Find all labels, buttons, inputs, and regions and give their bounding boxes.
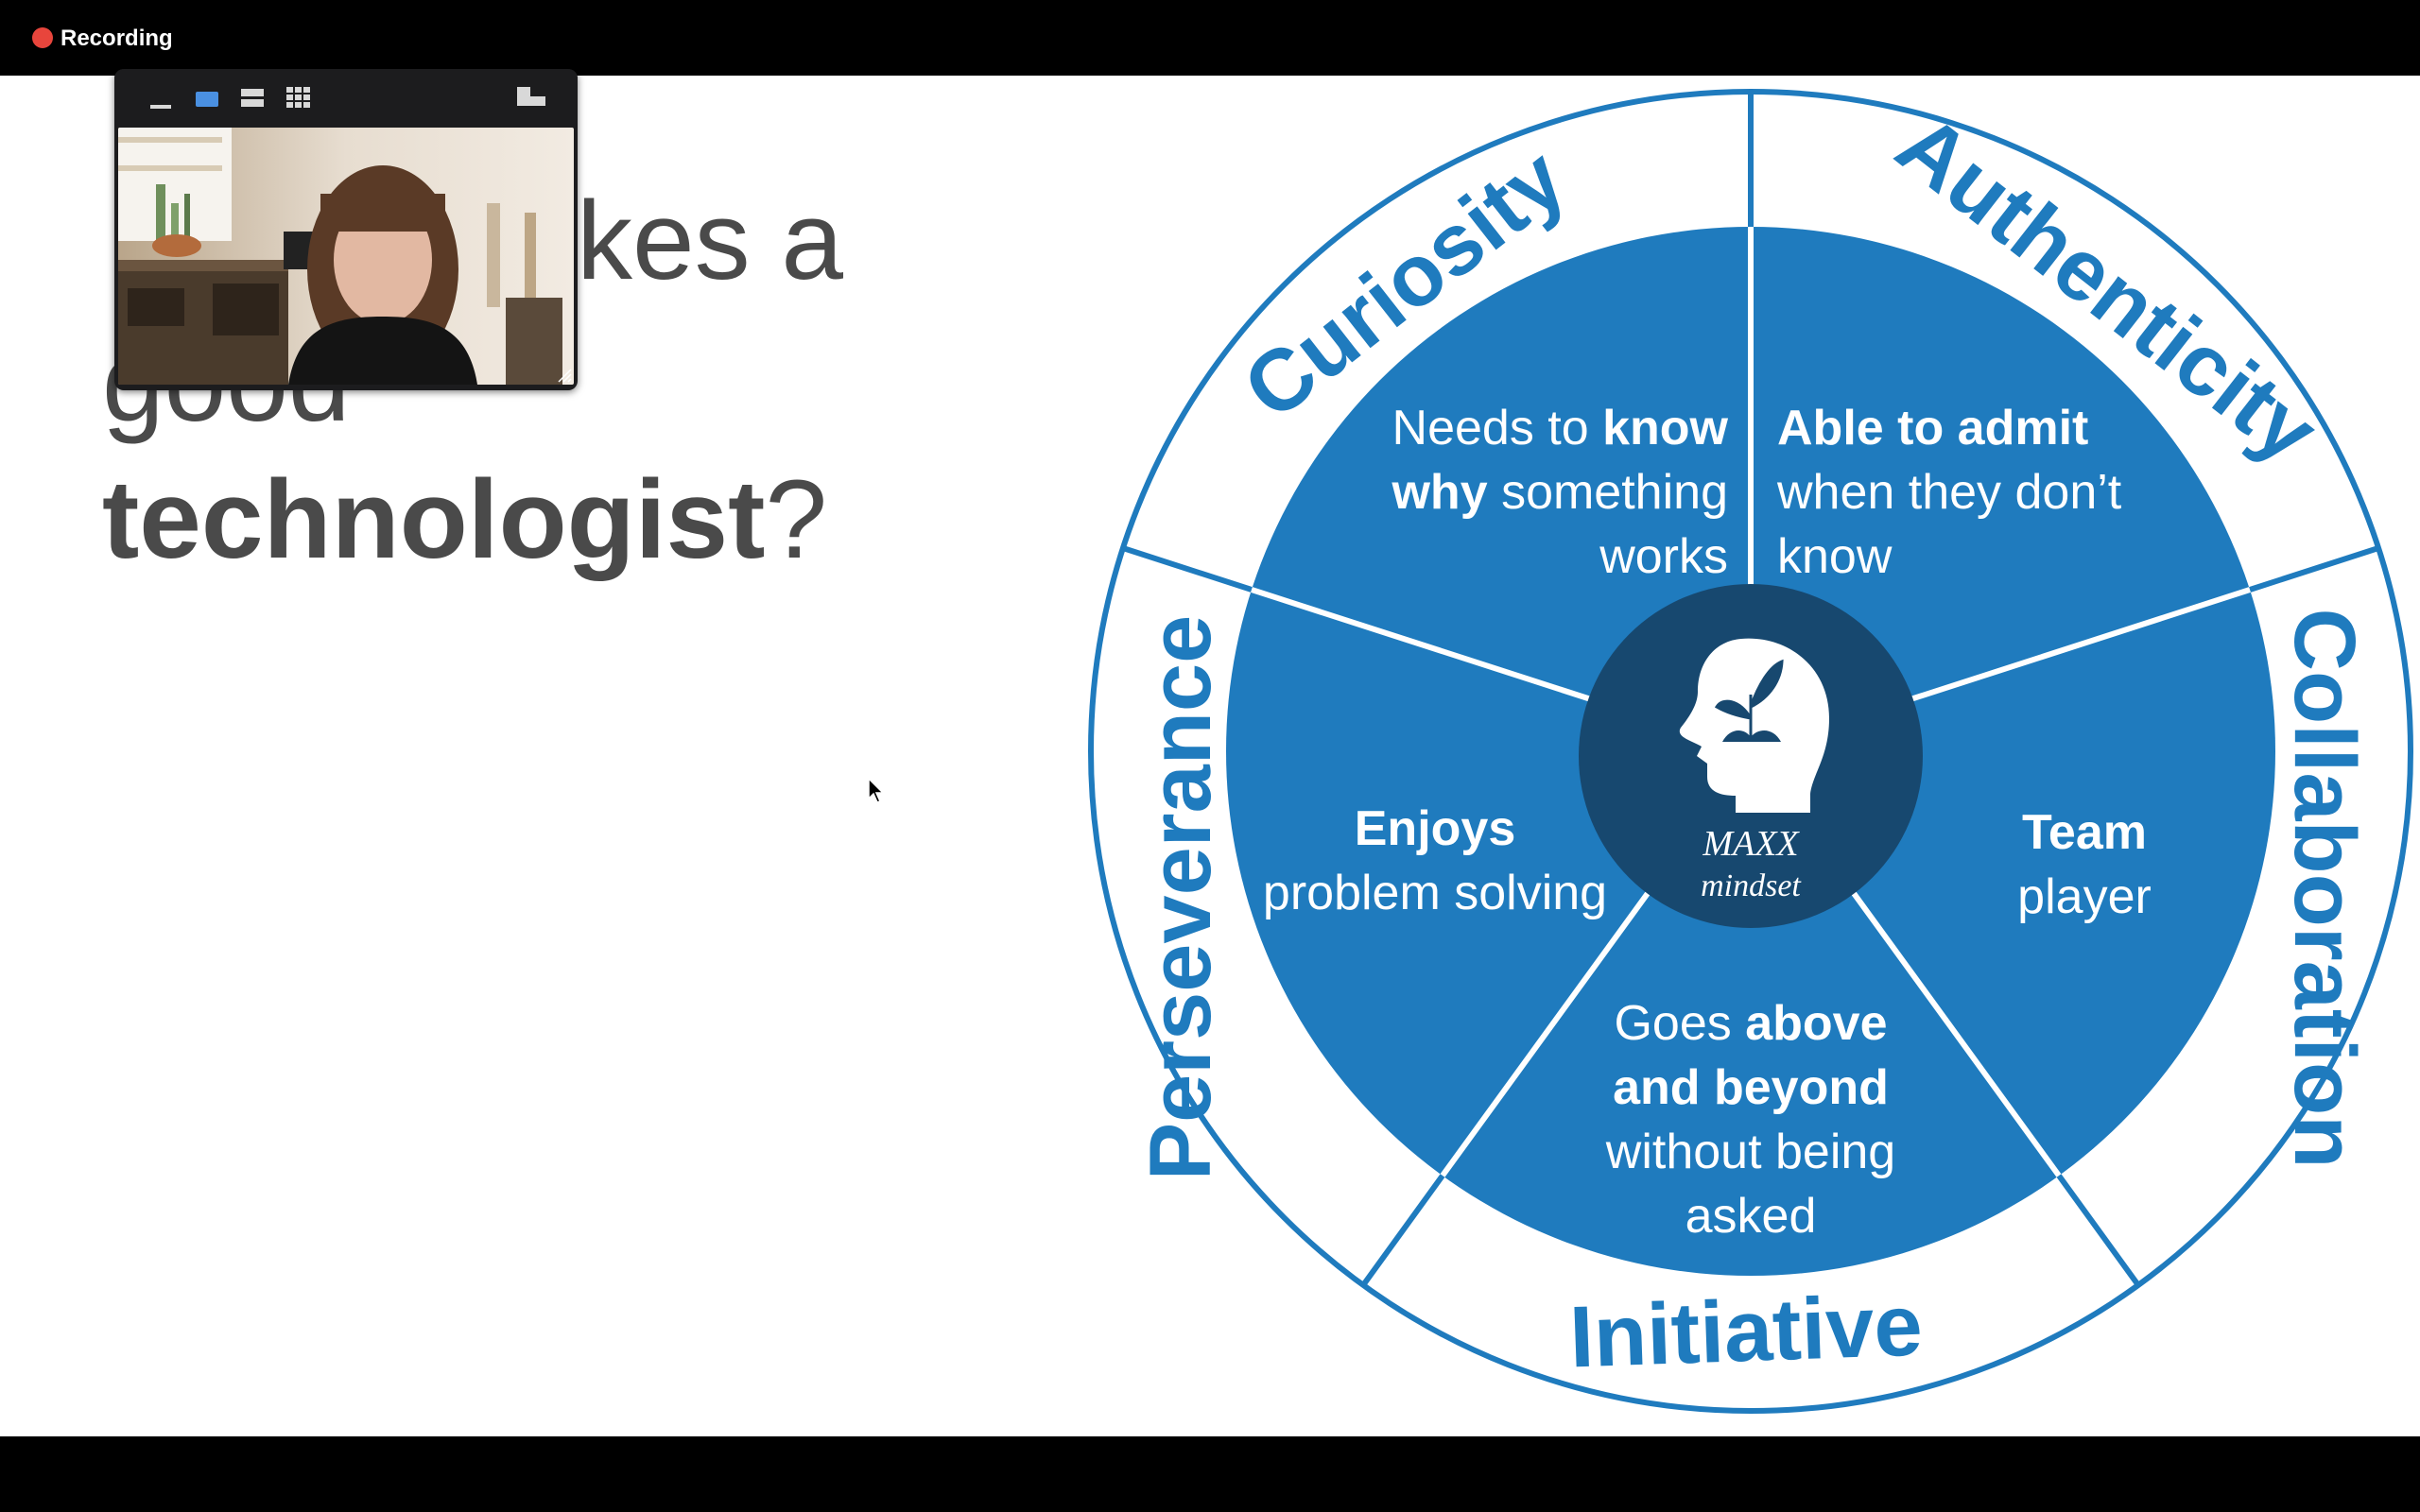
collaboration-text-line-1: Team (2022, 805, 2147, 860)
authenticity-text-line-3: know (1777, 529, 1893, 584)
perseverance-text-line-1: Enjoys (1355, 801, 1516, 856)
exit-view-icon[interactable] (515, 84, 549, 111)
video-panel-toolbar (114, 69, 578, 126)
minimize-icon[interactable] (148, 84, 173, 111)
curiosity-text-line-1: Needs to know (1392, 401, 1729, 455)
segment-dividers (1251, 227, 2251, 1177)
initiative-text-line-1: Goes above (1614, 996, 1887, 1051)
shared-slide: kes a good technologist? (0, 76, 2420, 1436)
mouse-cursor-icon (868, 778, 885, 803)
label-initiative: Initiative (1568, 1278, 1925, 1386)
label-collaboration: Collaboration (2276, 609, 2373, 1169)
single-view-icon[interactable] (194, 84, 220, 111)
video-frame-image (118, 128, 574, 385)
initiative-text-line-2: and beyond (1613, 1060, 1889, 1115)
authenticity-text-line-1: Able to admit (1777, 401, 2088, 455)
side-view-icon[interactable] (239, 84, 266, 111)
head-plant-icon (1679, 638, 1829, 813)
curiosity-text-line-3: works (1599, 529, 1728, 584)
center-label-line-2: mindset (1701, 868, 1802, 903)
ring-dividers (1122, 92, 2379, 1287)
authenticity-text-line-2: when they don’t (1776, 465, 2122, 520)
slide-title-line-1: kes a (577, 179, 844, 303)
resize-handle-icon[interactable] (555, 366, 572, 383)
video-thumbnail-panel[interactable] (114, 69, 578, 390)
participant-video-feed (118, 128, 574, 385)
meeting-bottom-bar (0, 1436, 2420, 1512)
initiative-text-line-4: asked (1685, 1189, 1817, 1244)
recording-label: Recording (60, 26, 173, 51)
title-bold-word: technologist (102, 457, 766, 582)
initiative-text-line-3: without being (1605, 1125, 1895, 1179)
label-perseverance: Perseverance (1132, 615, 1229, 1181)
collaboration-text-line-2: player (2017, 869, 2152, 924)
slide-title-line-3: technologist? (102, 457, 828, 582)
maxx-mindset-wheel: MAXX mindset Curiosity Authenticity Coll… (1088, 89, 2413, 1414)
perseverance-text-line-2: problem solving (1263, 866, 1607, 920)
meeting-top-bar: Recording (0, 0, 2420, 76)
center-label-line-1: MAXX (1702, 824, 1800, 864)
curiosity-text-line-2: why something (1391, 465, 1728, 520)
recording-dot-icon (32, 27, 53, 48)
grid-view-icon[interactable] (285, 84, 313, 111)
